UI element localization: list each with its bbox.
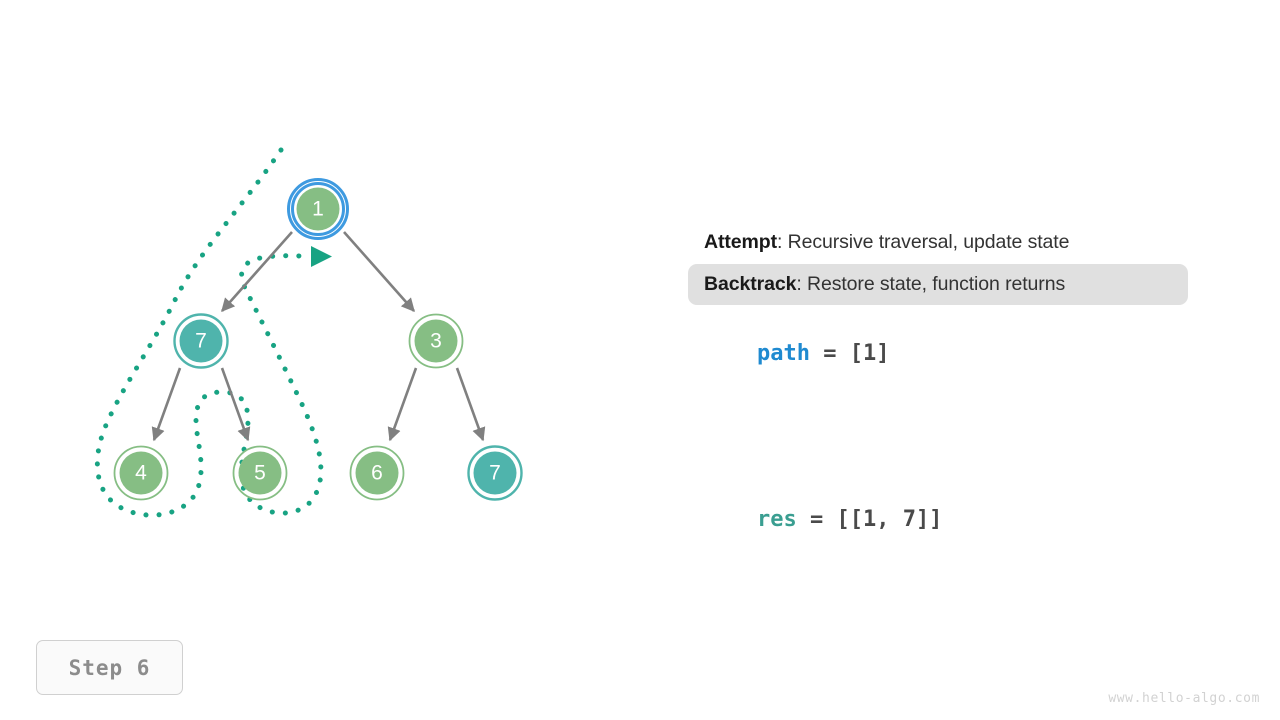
tree-nodes: 1 7 3 4 5 6 7 — [113, 178, 523, 501]
edge-7-4 — [151, 367, 182, 442]
node-circle — [473, 451, 517, 495]
traversal-arrowhead — [311, 246, 332, 267]
tree-node-6-n6: 6 — [349, 445, 405, 501]
path-value: = [1] — [809, 341, 890, 366]
edge-7-5 — [220, 367, 251, 442]
node-circle — [238, 451, 282, 495]
tree-node-5-n5: 5 — [232, 445, 288, 501]
node-value-label: 1 — [312, 198, 324, 221]
edge-1-3 — [343, 231, 415, 313]
binary-tree-diagram: 1 7 3 4 5 6 7 — [94, 147, 523, 518]
node-outer-ring — [173, 313, 229, 369]
res-state-line: res = [[1, 7]] — [688, 487, 1188, 553]
node-outer-ring — [349, 445, 405, 501]
res-variable-name: res — [756, 507, 797, 532]
info-panel: Attempt: Recursive traversal, update sta… — [688, 222, 1188, 553]
traversal-trail — [94, 147, 324, 518]
path-state-line: path = [1] — [688, 321, 1188, 387]
step-badge: Step 6 — [36, 640, 183, 695]
node-outer-ring — [408, 313, 464, 369]
tree-edges — [151, 231, 486, 442]
node-outer-ring — [113, 445, 169, 501]
node-highlight-ring — [287, 178, 349, 240]
node-circle — [179, 319, 223, 363]
node-value-label: 7 — [195, 330, 207, 353]
trail-outline-left — [94, 147, 324, 518]
node-value-label: 4 — [135, 462, 147, 485]
tree-node-7-n7r: 7 — [467, 445, 523, 501]
node-value-label: 3 — [430, 330, 442, 353]
node-value-label: 6 — [371, 462, 383, 485]
res-value: = [[1, 7]] — [796, 507, 943, 532]
edge-1-7 — [221, 231, 293, 313]
node-circle — [355, 451, 399, 495]
edge-3-6 — [387, 367, 418, 442]
node-value-label: 7 — [489, 462, 501, 485]
tree-node-1-n1: 1 — [287, 178, 349, 240]
backtrack-description: Backtrack: Restore state, function retur… — [688, 263, 1188, 305]
node-circle — [414, 319, 458, 363]
tree-node-7-n7l: 7 — [173, 313, 229, 369]
node-circle — [296, 187, 340, 231]
backtrack-keyword: Backtrack — [704, 272, 797, 295]
attempt-text: : Recursive traversal, update state — [776, 231, 1070, 253]
tree-node-3-n3: 3 — [408, 313, 464, 369]
node-outer-ring — [291, 182, 345, 236]
node-value-label: 5 — [254, 462, 266, 485]
watermark: www.hello-algo.com — [1108, 691, 1260, 706]
tree-node-4-n4: 4 — [113, 445, 169, 501]
attempt-description: Attempt: Recursive traversal, update sta… — [688, 222, 1188, 264]
backtrack-text: : Restore state, function returns — [796, 272, 1066, 295]
node-outer-ring — [467, 445, 523, 501]
node-outer-ring — [232, 445, 288, 501]
path-variable-name: path — [756, 341, 810, 366]
node-circle — [119, 451, 163, 495]
edge-3-7r — [455, 367, 486, 442]
attempt-keyword: Attempt — [704, 231, 777, 253]
